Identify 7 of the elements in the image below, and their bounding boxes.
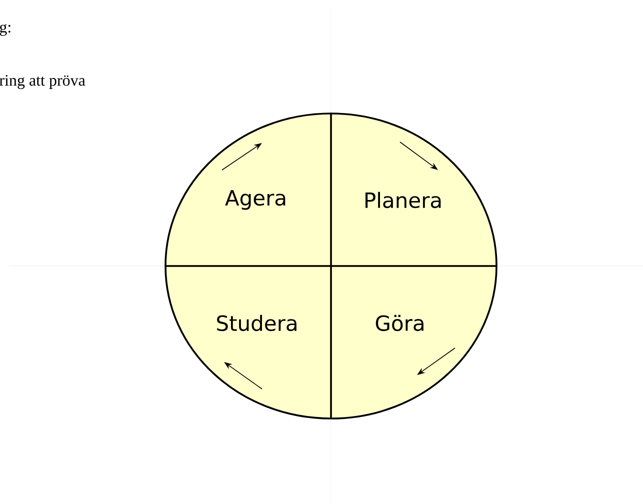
- quadrant-label: Agera: [225, 190, 286, 210]
- quadrant-label: Studera: [217, 314, 296, 332]
- note-text: ring att pröva: [0, 74, 86, 90]
- note-text: g:: [0, 24, 10, 36]
- quadrant-label: Planera: [366, 192, 441, 208]
- quadrant-label: Göra: [376, 314, 424, 332]
- circle-drawing: [164, 112, 498, 420]
